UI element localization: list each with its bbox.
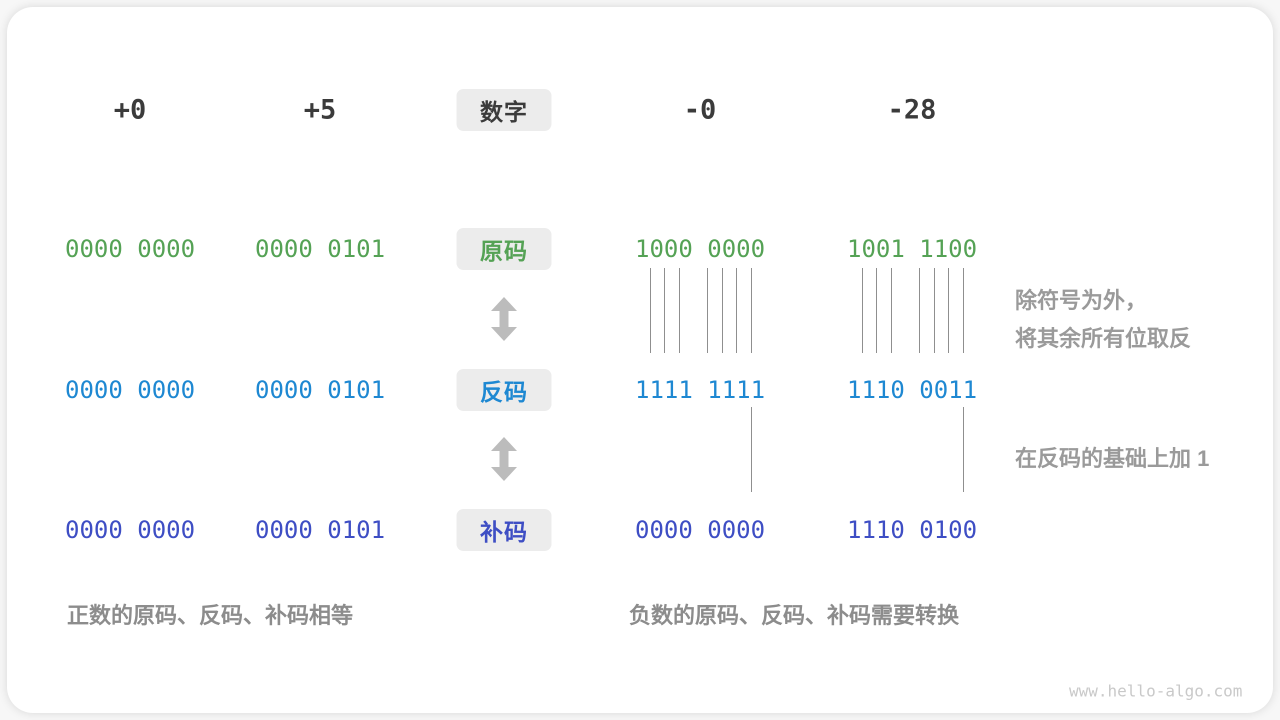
binary-value: 0000 0000	[65, 376, 196, 404]
caption-positive: 正数的原码、反码、补码相等	[67, 603, 354, 628]
bit-connector-line	[721, 268, 723, 353]
caption-negative: 负数的原码、反码、补码需要转换	[629, 603, 960, 628]
binary-value: 0000 0000	[65, 516, 196, 544]
bit-connector-line	[933, 268, 935, 353]
header-plus0: +0	[113, 94, 147, 126]
bit-connector-line	[707, 268, 709, 353]
bit-connector-line	[736, 268, 738, 353]
bit-connector-line	[919, 268, 921, 353]
binary-value: 0000 0000	[65, 235, 196, 263]
header-plus5: +5	[303, 94, 337, 126]
binary-value: 0000 0101	[255, 235, 386, 263]
binary-value: 1110 0011	[847, 376, 978, 404]
diagram-card: +0 +5 数字 -0 -28 0000 0000 0000 0101 原码 1…	[7, 7, 1273, 713]
bit-connector-line	[649, 268, 651, 353]
header-neg28: -28	[887, 94, 937, 126]
row-label-sign-magnitude: 原码	[456, 228, 552, 270]
binary-value: 1111 1111	[635, 376, 766, 404]
bit-connector-line	[664, 268, 666, 353]
header-number-label: 数字	[456, 89, 552, 131]
annotation-invert-line2: 将其余所有位取反	[1015, 326, 1192, 351]
binary-value: 1110 0100	[847, 516, 978, 544]
bit-connector-line	[962, 407, 964, 492]
bit-connector-line	[890, 268, 892, 353]
annotation-add-one: 在反码的基础上加 1	[1015, 446, 1210, 471]
bit-connector-line	[750, 407, 752, 492]
bit-connector-line	[962, 268, 964, 353]
row-label-twos-complement: 补码	[456, 509, 552, 551]
bit-connector-line	[678, 268, 680, 353]
annotation-invert-line1: 除符号为外，	[1015, 288, 1148, 313]
bit-connector-line	[750, 268, 752, 353]
binary-value: 1001 1100	[847, 235, 978, 263]
header-neg0: -0	[683, 94, 717, 126]
row-label-ones-complement: 反码	[456, 369, 552, 411]
double-arrow-icon	[491, 297, 517, 341]
bit-connector-line	[948, 268, 950, 353]
binary-value: 0000 0000	[635, 516, 766, 544]
binary-value: 0000 0101	[255, 516, 386, 544]
watermark: www.hello-algo.com	[1069, 681, 1243, 701]
bit-connector-line	[876, 268, 878, 353]
bit-connector-line	[861, 268, 863, 353]
double-arrow-icon	[491, 437, 517, 481]
binary-value: 0000 0101	[255, 376, 386, 404]
binary-value: 1000 0000	[635, 235, 766, 263]
